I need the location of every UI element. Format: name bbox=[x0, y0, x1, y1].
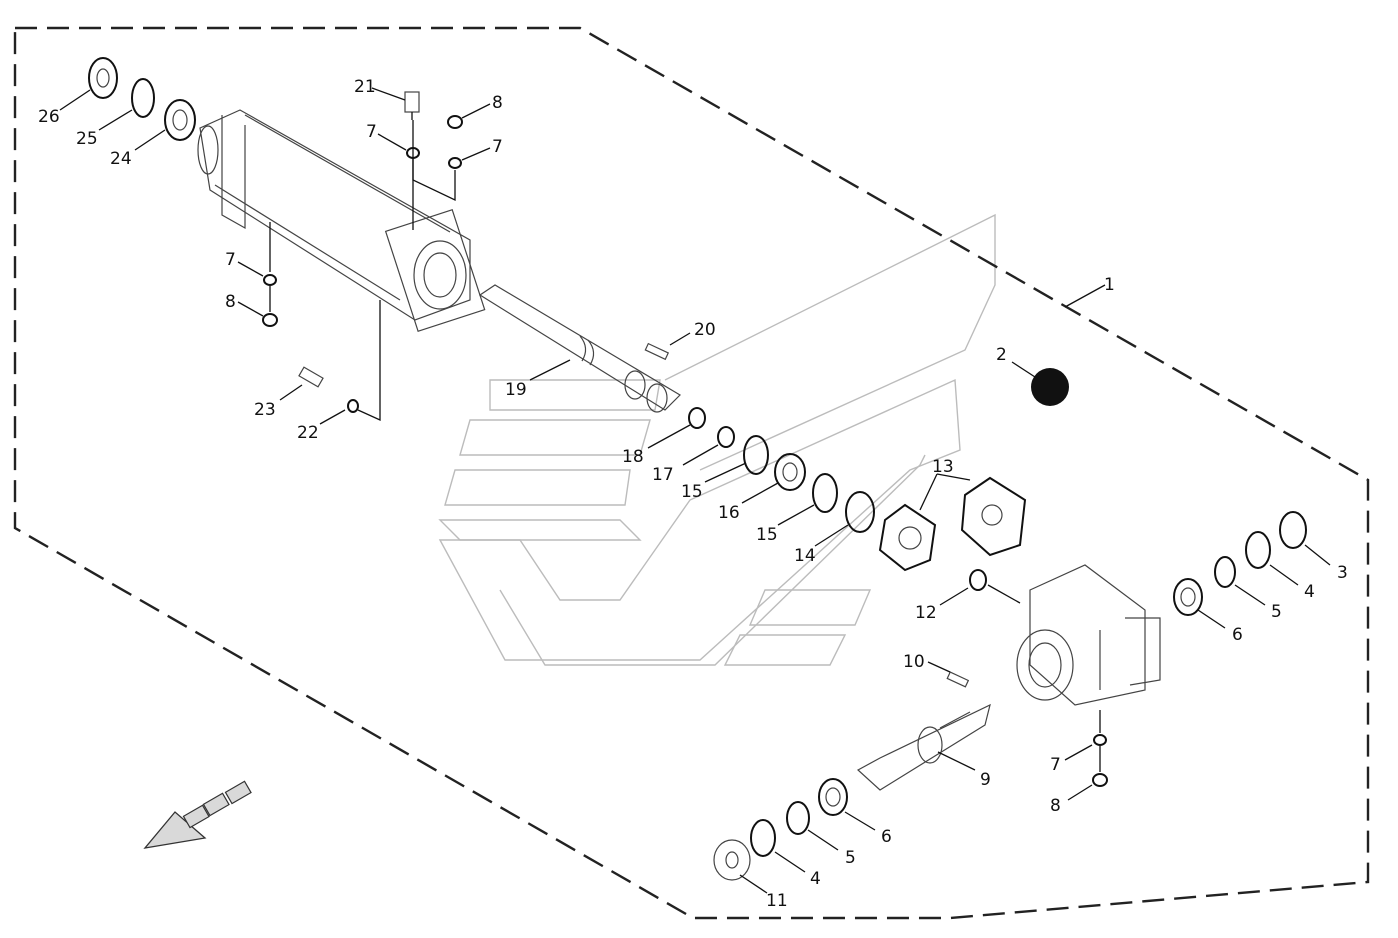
callout-8a: 8 bbox=[492, 93, 503, 113]
bolt-23 bbox=[298, 366, 324, 388]
ring-17 bbox=[717, 426, 735, 448]
callout-15b: 15 bbox=[756, 525, 778, 545]
bearing-16 bbox=[774, 453, 806, 491]
callout-4-right: 4 bbox=[1304, 582, 1315, 602]
filled-circle-icon bbox=[1031, 368, 1069, 406]
callout-7b: 7 bbox=[492, 137, 503, 157]
nut-8a bbox=[447, 115, 463, 129]
key-10 bbox=[946, 671, 970, 688]
callout-14: 14 bbox=[794, 546, 816, 566]
ring-4-right bbox=[1245, 531, 1271, 569]
callout-19: 19 bbox=[505, 380, 527, 400]
washer-7b bbox=[448, 157, 462, 169]
washer-22 bbox=[347, 399, 359, 413]
callout-25: 25 bbox=[76, 129, 98, 149]
bevel-gear-left bbox=[878, 503, 937, 572]
callout-5-left: 5 bbox=[845, 848, 856, 868]
ring-15a bbox=[743, 435, 769, 475]
ring-4-left bbox=[750, 819, 776, 857]
bearing-24 bbox=[164, 99, 196, 141]
callout-26: 26 bbox=[38, 107, 60, 127]
ring-5-right bbox=[1214, 556, 1236, 588]
callout-1: 1 bbox=[1104, 275, 1115, 295]
shaft-19 bbox=[478, 284, 681, 413]
callout-17: 17 bbox=[652, 465, 674, 485]
callout-8b: 8 bbox=[225, 292, 236, 312]
direction-arrow-icon bbox=[143, 780, 252, 849]
assembly-lines bbox=[269, 120, 1101, 772]
gear-housing bbox=[1016, 564, 1161, 706]
housing-tube bbox=[197, 109, 486, 332]
washer-7d bbox=[1093, 734, 1107, 746]
ring-14 bbox=[845, 491, 875, 533]
ring-18 bbox=[688, 407, 706, 429]
kit-outline bbox=[13, 26, 1370, 920]
callout-7c: 7 bbox=[225, 250, 236, 270]
ring-15b bbox=[812, 473, 838, 513]
bevel-gear-right bbox=[960, 476, 1027, 557]
callout-3: 3 bbox=[1337, 563, 1348, 583]
callout-18: 18 bbox=[622, 447, 644, 467]
callout-7d: 7 bbox=[1050, 755, 1061, 775]
leader-lines bbox=[59, 87, 1331, 894]
bearing-6-left bbox=[818, 778, 848, 816]
callout-22: 22 bbox=[297, 423, 319, 443]
ring-5-left bbox=[786, 801, 810, 835]
callout-7a: 7 bbox=[366, 122, 377, 142]
callout-24: 24 bbox=[110, 149, 132, 169]
ring-25 bbox=[131, 78, 155, 118]
seal-26 bbox=[88, 57, 118, 99]
callout-6-right: 6 bbox=[1232, 625, 1243, 645]
nut-8b bbox=[262, 313, 278, 327]
callout-12: 12 bbox=[915, 603, 937, 623]
ring-3 bbox=[1279, 511, 1307, 549]
callout-20: 20 bbox=[694, 320, 716, 340]
washer-7c bbox=[263, 274, 277, 286]
washer-11 bbox=[713, 839, 751, 881]
callout-15a: 15 bbox=[681, 482, 703, 502]
callout-8c: 8 bbox=[1050, 796, 1061, 816]
callout-13: 13 bbox=[932, 457, 954, 477]
ring-12 bbox=[969, 569, 987, 591]
callout-10: 10 bbox=[903, 652, 925, 672]
callout-9: 9 bbox=[980, 770, 991, 790]
callout-4-left: 4 bbox=[810, 869, 821, 889]
callout-16: 16 bbox=[718, 503, 740, 523]
callout-21: 21 bbox=[354, 77, 376, 97]
callout-5-right: 5 bbox=[1271, 602, 1282, 622]
callout-2: 2 bbox=[996, 345, 1007, 365]
key-20 bbox=[644, 342, 670, 361]
callout-11: 11 bbox=[766, 891, 788, 911]
callout-labels: 1 2 3 4 4 5 5 6 6 7 7 7 7 8 8 8 9 10 11 … bbox=[38, 77, 1348, 911]
callout-6-left: 6 bbox=[881, 827, 892, 847]
fitting-21 bbox=[404, 91, 420, 120]
nut-8c bbox=[1092, 773, 1108, 787]
callout-23: 23 bbox=[254, 400, 276, 420]
watermark-logo bbox=[438, 213, 996, 666]
shaft-9 bbox=[856, 703, 991, 791]
bearing-6-right bbox=[1173, 578, 1203, 616]
